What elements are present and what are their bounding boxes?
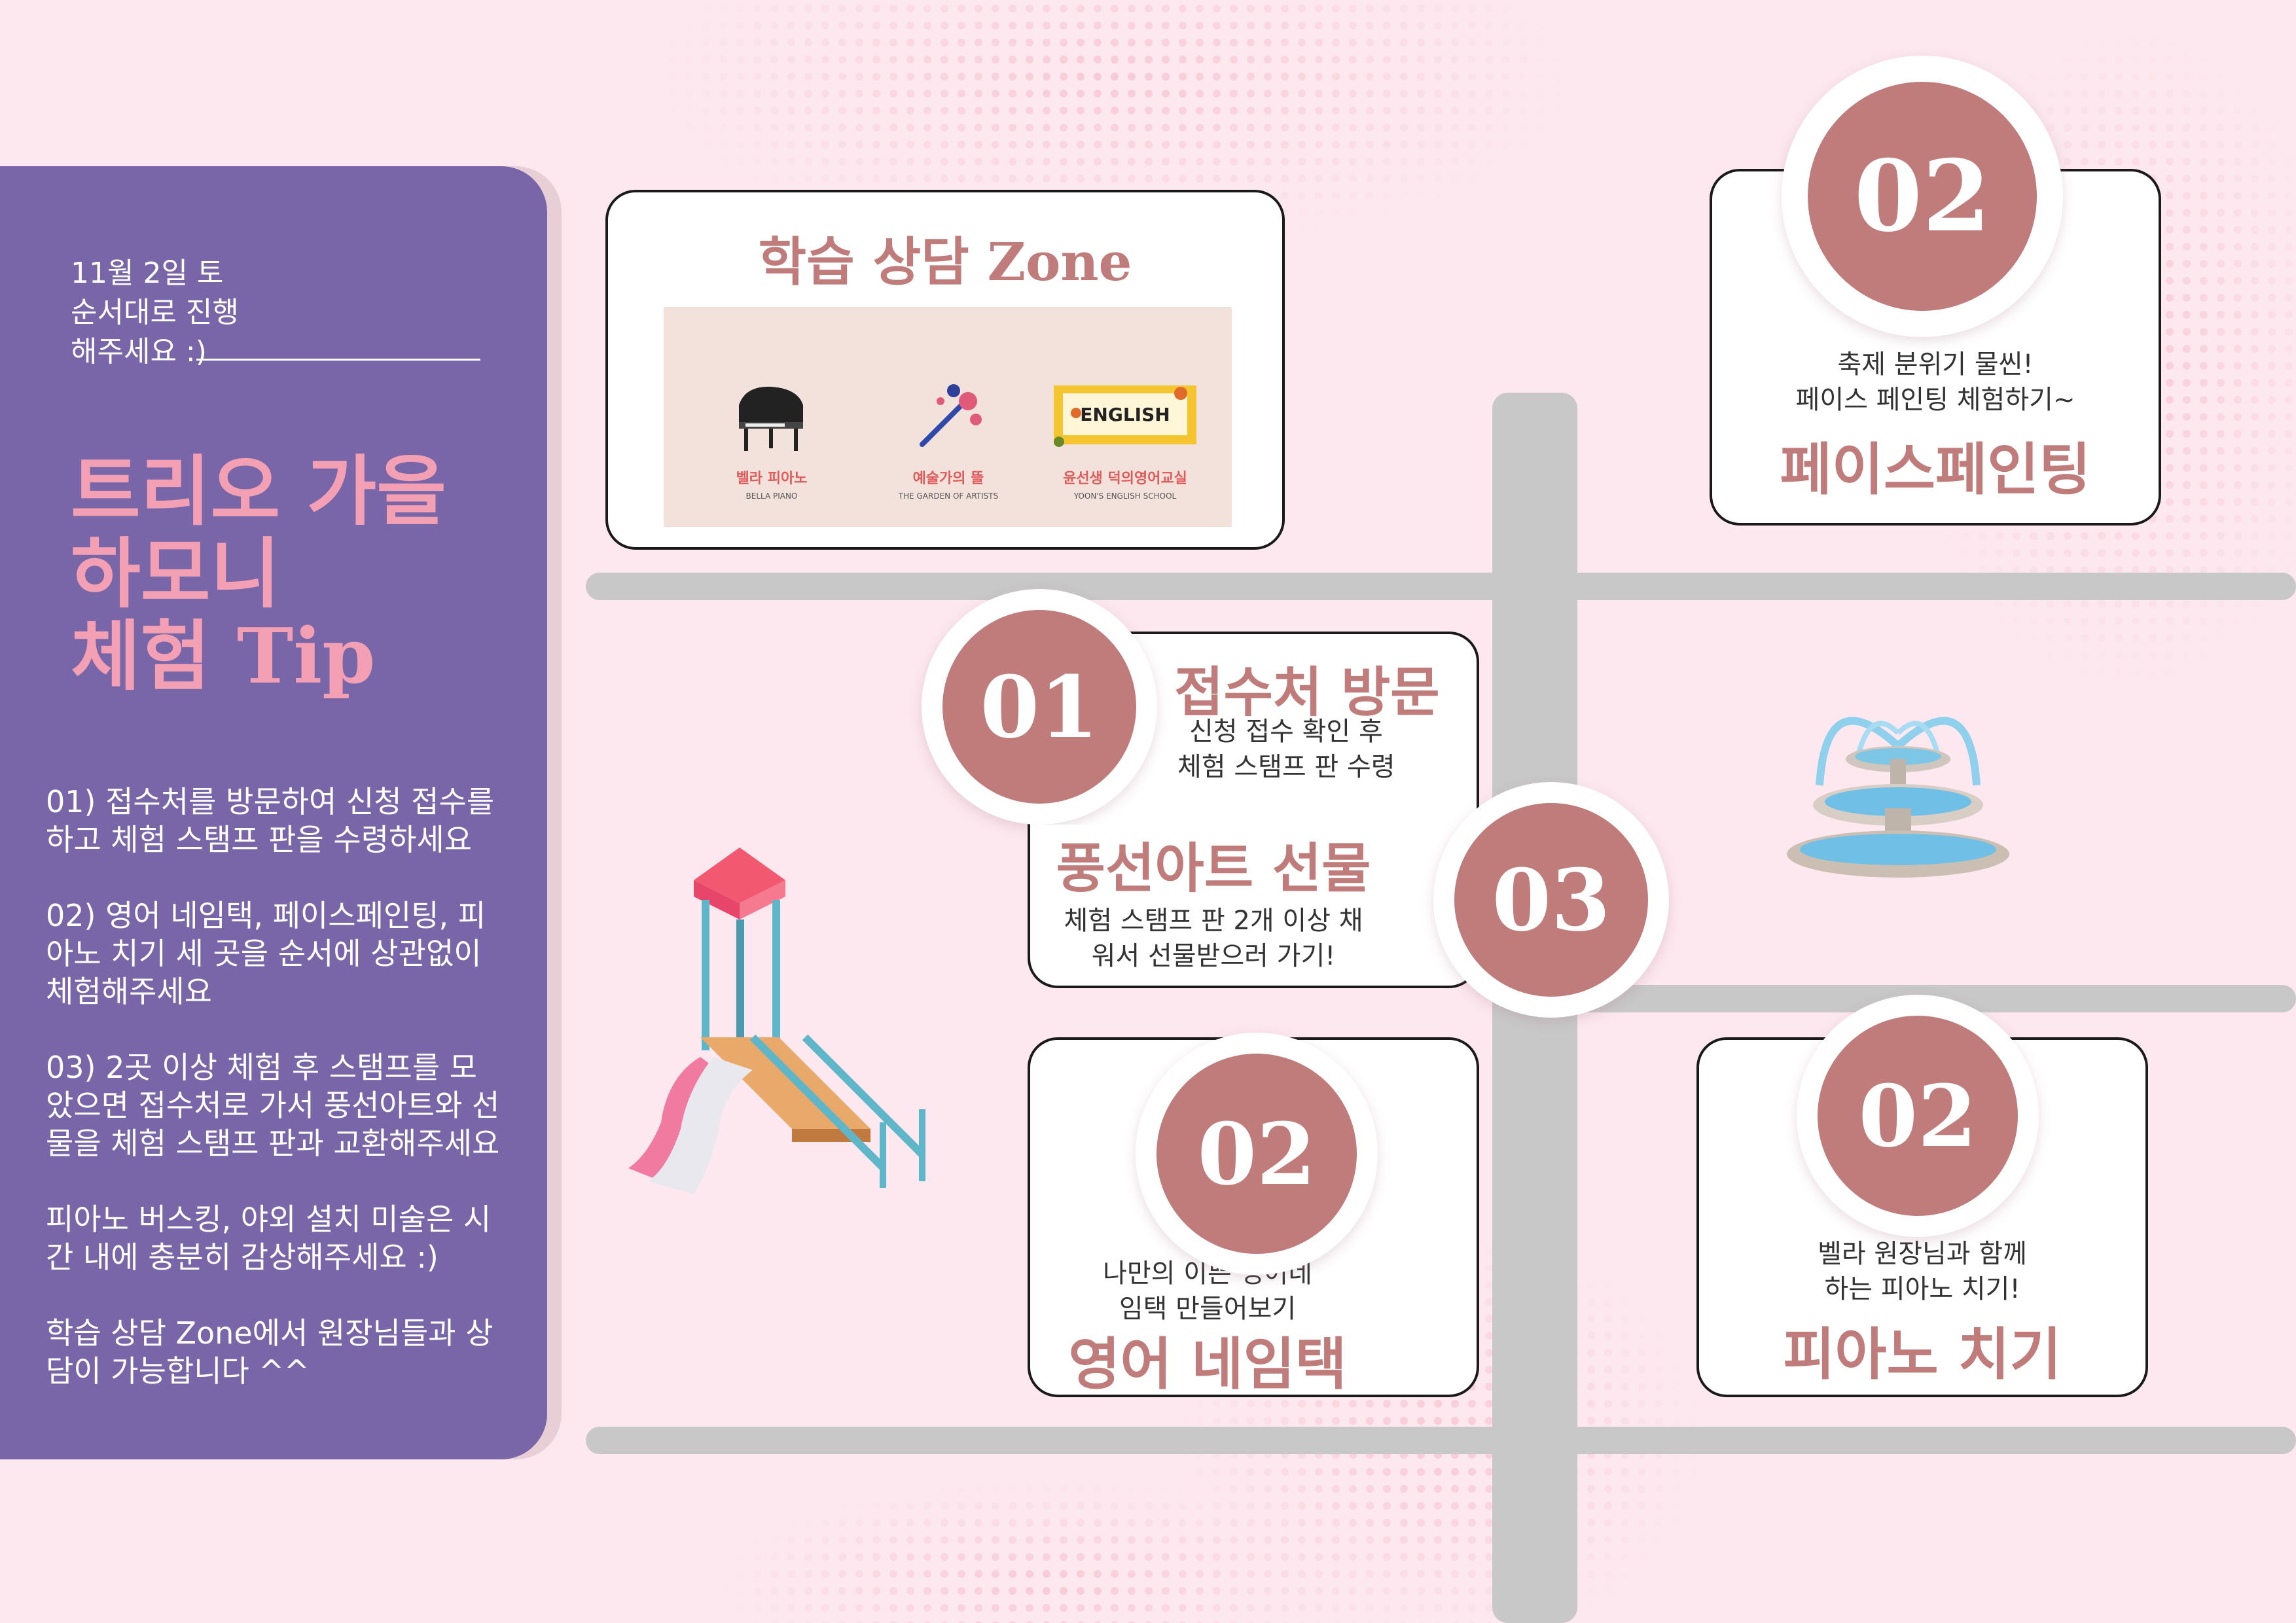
grand-piano-icon [739,386,803,451]
desc-line: 체험 스탬프 판 2개 이상 채 [1064,906,1363,936]
english-sign-text: ENGLISH [1080,404,1170,425]
piano-desc: 벨라 원장님과 함께 하는 피아노 치기! [1699,1236,2145,1307]
step-number: 02 [1157,1054,1357,1254]
academy-subname: YOON'S ENGLISH SCHOOL [1073,491,1177,501]
reception-badge: 01 [922,589,1157,825]
playground-slide-illustration [628,847,926,1194]
step-number: 01 [942,610,1136,804]
name-tag-desc: 나만의 이쁜 영어네 임택 만들어보기 [984,1256,1431,1327]
underline-divider [196,359,480,361]
fountain-illustration [1787,717,2009,878]
desc-line: 체험 스탬프 판 수령 [1177,752,1395,782]
step-number: 02 [1808,82,2037,311]
desc-line: 워서 선물받으러 가기! [1091,941,1336,971]
name-tag-title: 영어 네임택 [1068,1331,1347,1397]
order-line: 순서대로 진행 [71,296,239,329]
balloon-art-desc: 체험 스탬프 판 2개 이상 채 워서 선물받으러 가기! [1030,903,1397,974]
tip-item: 피아노 버스킹, 야외 설치 미술은 시간 내에 충분히 감상해주세요 :) [46,1202,492,1275]
title-line-3: 체험 Tip [71,612,376,701]
desc-line: 벨라 원장님과 함께 [1818,1239,2027,1269]
request-line: 해주세요 :) [71,335,207,368]
tip-item: 03) 2곳 이상 체험 후 스탬프를 모았으면 접수처로 가서 풍선아트와 선… [46,1050,500,1161]
academy-name: 벨라 피아노 [736,471,808,487]
reception-desc: 신청 접수 확인 후 체험 스탬프 판 수령 [1177,714,1465,785]
face-painting-title: 페이스페인팅 [1780,437,2091,503]
desc-line: 신청 접수 확인 후 [1189,717,1383,747]
face-painting-badge: 02 [1782,56,2063,337]
academy-art: 예술가의 뜰 THE GARDEN OF ARTISTS [873,379,1024,501]
desc-line: 임택 만들어보기 [1119,1294,1297,1324]
desc-line: 하는 피아노 치기! [1824,1274,2020,1304]
academy-name: 윤선생 덕의영어교실 [1063,471,1187,487]
paint-brush-icon [920,384,982,447]
tips-list: 01) 접수처를 방문하여 신청 접수를 하고 체험 스탬프 판을 수령하세요 … [46,783,504,1428]
english-sign-icon: ENGLISH [1054,385,1196,447]
event-title: 트리오 가을 하모니 체험 Tip [71,450,446,698]
desc-line: 축제 분위기 물씬! [1837,349,2034,380]
desc-line: 페이스 페인팅 체험하기~ [1795,385,2075,415]
academy-subname: BELLA PIANO [745,491,798,501]
balloon-art-badge: 03 [1433,782,1669,1018]
academy-name: 예술가의 뜰 [912,471,984,487]
title-line-1: 트리오 가을 [71,447,446,536]
academy-banner: 벨라 피아노 BELLA PIANO 예술가의 뜰 THE GARDEN OF … [664,307,1232,527]
road-horizontal-bottom [586,1427,2296,1454]
consult-zone-card: 학습 상담 Zone 벨라 피아노 BELLA PIANO 예술가의 뜰 [605,190,1285,550]
tip-item: 02) 영어 네임택, 페이스페인팅, 피아노 치기 세 곳을 순서에 상관없이… [46,898,486,1009]
academy-subname: THE GARDEN OF ARTISTS [898,491,999,501]
schedule-note: 11월 2일 토 순서대로 진행 해주세요 :) [71,254,239,372]
reception-title: 접수처 방문 [1174,661,1440,724]
date-line: 11월 2일 토 [71,257,224,290]
tip-item: 01) 접수처를 방문하여 신청 접수를 하고 체험 스탬프 판을 수령하세요 [46,784,495,857]
piano-title: 피아노 치기 [1783,1321,2062,1387]
academy-english: ENGLISH 윤선생 덕의영어교실 YOON'S ENGLISH SCHOOL [1043,379,1207,501]
balloon-art-card: 풍선아트 선물 체험 스탬프 판 2개 이상 채 워서 선물받으러 가기! [1028,825,1479,988]
tip-item: 학습 상담 Zone에서 원장님들과 상담이 가능합니다 ^^ [46,1315,493,1389]
title-line-2: 하모니 [71,529,281,618]
tips-sidebar [0,166,547,1459]
name-tag-badge: 02 [1136,1033,1378,1275]
face-painting-desc: 축제 분위기 물씬! 페이스 페인팅 체험하기~ [1712,347,2159,418]
balloon-art-title: 풍선아트 선물 [1056,837,1371,900]
step-number: 02 [1818,1016,2018,1216]
road-horizontal-top [586,573,2296,600]
academy-piano: 벨라 피아노 BELLA PIANO [696,379,847,501]
step-number: 03 [1454,803,1648,997]
piano-badge: 02 [1797,995,2039,1237]
consult-zone-title: 학습 상담 Zone [758,231,1132,293]
